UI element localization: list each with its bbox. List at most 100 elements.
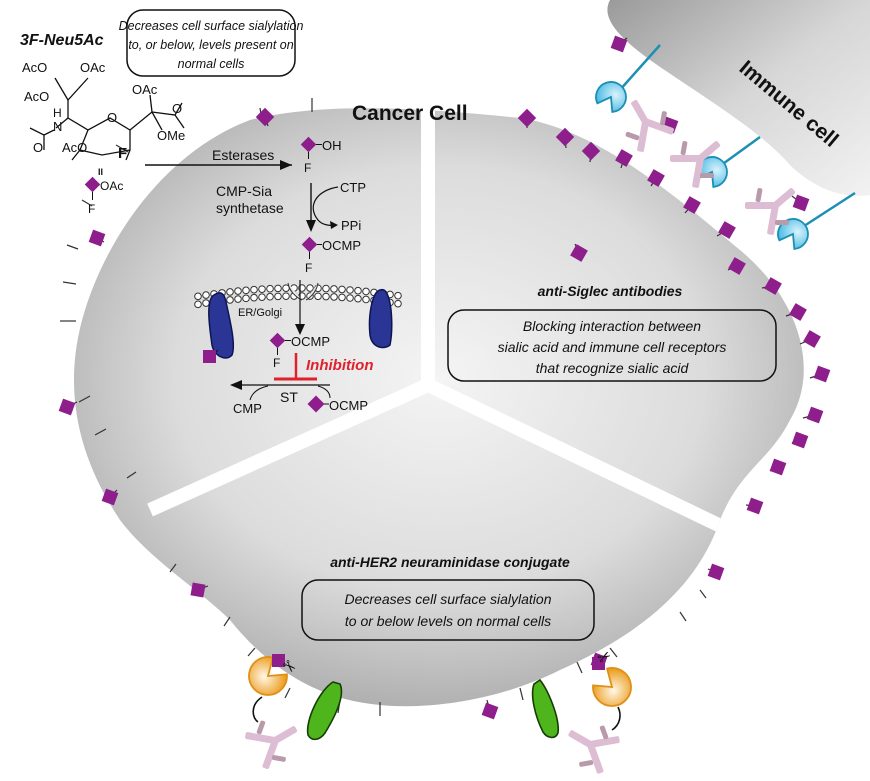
- esterases-label: Esterases: [212, 147, 274, 163]
- antibody-icon: [745, 188, 796, 235]
- lipid-head: [226, 296, 234, 304]
- sialic-acid-icon: [255, 107, 275, 127]
- lipid-head: [250, 285, 258, 294]
- surface-tick: [576, 661, 583, 674]
- lipid-head: [274, 284, 282, 293]
- sialic-acid-icon: [769, 458, 787, 476]
- lipid-head: [354, 294, 362, 303]
- label-equivalent: II: [98, 167, 103, 177]
- sialic-acid-icon: [791, 431, 809, 449]
- label-o: O: [172, 101, 182, 116]
- sialic-acid-icon: [101, 488, 119, 506]
- lipid-head: [322, 292, 330, 301]
- linker: [611, 706, 621, 731]
- siglec-receptor-icon: [595, 81, 627, 113]
- callout-3f-neu5ac: Decreases cell surface sialylation to, o…: [119, 9, 303, 77]
- antibody-icon: [245, 720, 298, 769]
- label-f: F: [88, 202, 95, 216]
- neuraminidase-icon: [248, 656, 288, 696]
- glycosyltransferase-enzyme: [208, 292, 235, 359]
- lipid-head: [354, 286, 362, 295]
- sector-anti-siglec: anti-Siglec antibodies Blocking interact…: [447, 283, 777, 382]
- surface-ticks: [60, 98, 707, 716]
- sialic-acid-icon: [481, 702, 499, 720]
- label-ome: OMe: [157, 128, 185, 143]
- f-label: F: [304, 161, 311, 175]
- callout-line: that recognize sialic acid: [536, 360, 690, 376]
- sector-title: anti-Siglec antibodies: [538, 283, 683, 299]
- lipid-head: [362, 287, 370, 296]
- sialic-acid-icon: [803, 330, 821, 348]
- sialic-acid-icon: [707, 563, 725, 581]
- label-o: O: [33, 140, 43, 155]
- label-aco: AcO: [24, 89, 49, 104]
- siglec-stalk: [719, 135, 761, 168]
- surface-tick: [169, 563, 177, 573]
- sialic-acid-icon: [728, 257, 746, 275]
- cancer-cell: [73, 108, 804, 707]
- sialic-acid-icon: [272, 654, 285, 667]
- her2-receptor-icon: [306, 681, 343, 741]
- sialic-acid-icon: [581, 141, 601, 161]
- surface-tick: [223, 616, 231, 627]
- callout-line: to or below levels on normal cells: [345, 613, 551, 629]
- callout-line: to, or below, levels present on: [128, 38, 293, 52]
- inhibition-label: Inhibition: [306, 357, 373, 374]
- synthetase-label: CMP-Sia: [216, 183, 272, 199]
- callout-line: Blocking interaction between: [523, 318, 701, 334]
- sialic-acid-icon: [592, 657, 605, 670]
- surface-tick: [94, 428, 107, 436]
- lipid-head: [394, 291, 402, 300]
- callout-line: sialic acid and immune cell receptors: [498, 339, 727, 355]
- antibody-icon: [568, 725, 620, 774]
- ocmp-label: OCMP: [291, 334, 330, 349]
- membrane-label: ER/Golgi: [238, 307, 282, 319]
- label-oac: OAc: [132, 82, 158, 97]
- surface-tick: [126, 471, 137, 479]
- linker: [252, 696, 263, 723]
- siglec-receptor-icon: [777, 218, 809, 250]
- lipid-head: [202, 299, 210, 307]
- siglec-stalk: [618, 44, 661, 92]
- lipid-head: [330, 293, 338, 301]
- compound-3f-neu5ac: 3F-Neu5Ac AcO OAc AcO H N O OAc O OMe Ac…: [20, 32, 185, 216]
- surface-tick: [609, 647, 618, 658]
- lipid-head: [258, 285, 266, 293]
- lipid-head: [266, 284, 274, 293]
- antibody-icon: [625, 99, 674, 152]
- siglec-stalk: [800, 191, 856, 230]
- surface-tick: [78, 395, 91, 403]
- sector-title: anti-HER2 neuraminidase conjugate: [330, 554, 570, 570]
- lipid-head: [234, 295, 242, 303]
- sialic-acid-icon: [570, 244, 588, 262]
- sialic-acid-icon: [764, 277, 782, 295]
- lipid-head: [282, 292, 290, 300]
- surface-tick: [679, 611, 687, 622]
- sialic-acid-icon: [683, 196, 701, 214]
- lipid-head: [338, 293, 346, 302]
- sialic-acid-icon: [789, 303, 807, 321]
- label-o: O: [107, 110, 117, 125]
- lipid-head: [234, 287, 242, 295]
- surface-tick: [66, 244, 79, 250]
- sector-anti-her2-neuraminidase: anti-HER2 neuraminidase conjugate Decrea…: [301, 554, 595, 641]
- glycosyltransferase-enzyme: [368, 288, 393, 349]
- surface-tick: [699, 589, 707, 599]
- ctp-label: CTP: [340, 180, 366, 195]
- sialic-acid-icon: [806, 406, 824, 424]
- sialic-acid-icon: [647, 169, 665, 187]
- sialic-acid-icon: [203, 350, 216, 363]
- sialic-acid-icon: [58, 398, 76, 416]
- lipid-head: [242, 294, 250, 303]
- ppi-label: PPi: [341, 218, 361, 233]
- callout-box: [301, 579, 595, 641]
- oh-label: OH: [322, 138, 342, 153]
- her2-receptor-icon: [531, 678, 559, 739]
- surface-tick: [247, 647, 256, 657]
- label-oac: OAc: [100, 179, 123, 193]
- lipid-head: [330, 285, 338, 293]
- lipid-head: [306, 284, 314, 292]
- callout-box: [447, 309, 777, 382]
- lipid-head: [250, 293, 258, 302]
- cmp-label: CMP: [233, 401, 262, 416]
